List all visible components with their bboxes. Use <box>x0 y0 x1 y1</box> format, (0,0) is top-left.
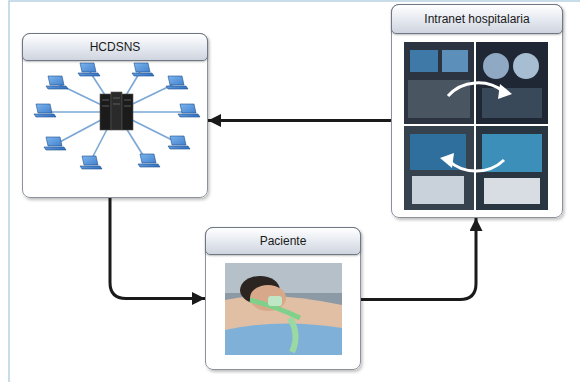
image-box: HCDSNS <box>22 33 208 198</box>
flow-arrow <box>361 218 476 300</box>
outer-frame <box>9 1 580 382</box>
box-grounds <box>22 4 563 370</box>
network-illustration <box>34 63 200 169</box>
patient-photo <box>225 263 342 355</box>
hospital-screens-photo <box>404 42 548 210</box>
box-title: Paciente <box>252 234 315 248</box>
box-header: Intranet hospitalaria <box>391 4 563 34</box>
flow-arrow <box>110 198 205 299</box>
flow-arrow <box>208 119 391 122</box>
image-box: Paciente <box>205 227 361 370</box>
box-header: HCDSNS <box>22 33 208 61</box>
box-header: Paciente <box>205 227 361 255</box>
box-title: HCDSNS <box>82 40 149 54</box>
image-box: Intranet hospitalaria <box>391 4 563 218</box>
box-title: Intranet hospitalaria <box>416 12 537 26</box>
